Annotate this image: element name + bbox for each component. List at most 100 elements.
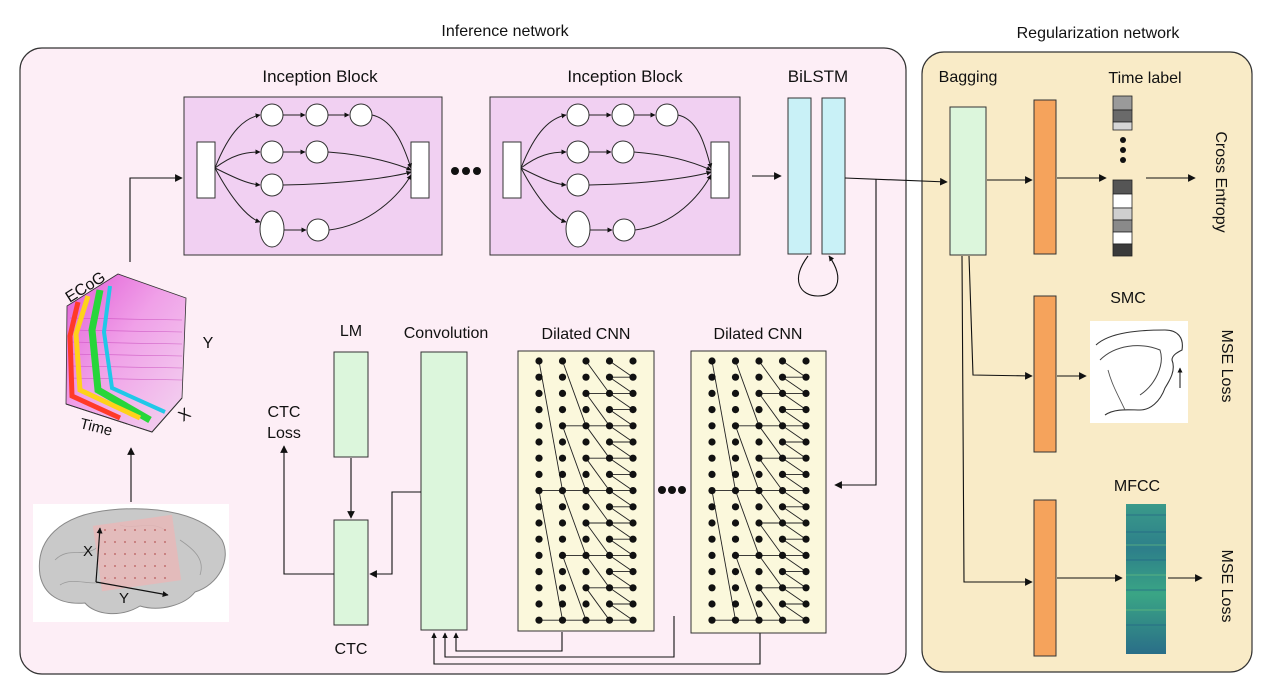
dilated-node — [731, 535, 740, 543]
dilated-edge — [609, 425, 634, 443]
dilated-node — [535, 357, 543, 365]
dilated-node — [778, 616, 787, 624]
dilated-node — [558, 503, 567, 511]
inception-block-2-label: Inception Block — [567, 67, 683, 86]
ctc-loss-label-line1: CTC — [268, 404, 301, 421]
dilated-edge — [609, 603, 634, 621]
dilated-edge — [735, 425, 760, 491]
dilated-node — [755, 470, 763, 478]
dilated-node — [535, 600, 543, 608]
dilated-edge — [782, 555, 807, 572]
dilated-node — [708, 406, 716, 414]
dilated-edge — [609, 587, 634, 605]
dilated-edge — [758, 587, 783, 621]
dilated-node — [778, 422, 787, 430]
dilated-edge — [782, 376, 807, 394]
dilated-node — [778, 357, 787, 365]
dilated-node — [558, 357, 567, 365]
dilated-node — [731, 470, 740, 478]
dilated-node — [755, 600, 763, 608]
dilated-edge — [538, 490, 563, 621]
dilated-edge — [609, 441, 634, 459]
dilated-edge — [609, 538, 634, 556]
dilated-node — [535, 568, 543, 576]
dilated-node — [778, 406, 787, 414]
dilated-node — [605, 470, 614, 478]
dilated-node — [629, 503, 637, 511]
inception-block-2 — [489, 96, 741, 256]
dilated-cnn-1 — [517, 350, 655, 632]
dilated-node — [731, 373, 740, 381]
dilated-node — [778, 389, 787, 397]
dilated-node — [605, 389, 614, 397]
dilated-node — [755, 373, 763, 381]
dilated-node — [755, 616, 763, 624]
dilated-node — [731, 519, 740, 527]
dilated-node — [708, 616, 716, 624]
dilated-node — [802, 406, 810, 414]
dilated-node — [802, 422, 810, 430]
dilated-node — [535, 616, 543, 624]
dilated-edge — [585, 425, 610, 459]
dilated-edge — [735, 555, 760, 621]
dilated-node — [755, 357, 763, 365]
dilated-node — [629, 406, 637, 414]
dilated-node — [731, 454, 740, 462]
dilated-node — [755, 584, 763, 592]
dilated-node — [629, 535, 637, 543]
orange-block-2 — [1033, 295, 1057, 453]
bilstm-label: BiLSTM — [788, 67, 848, 86]
dilated-node — [731, 389, 740, 397]
dilated-node — [755, 551, 763, 560]
dilated-node — [535, 535, 543, 543]
dilated-edge — [758, 360, 783, 394]
dilated-node — [755, 389, 763, 397]
dilated-node — [802, 454, 810, 462]
dilated-node — [558, 519, 567, 527]
dilated-edge — [782, 490, 807, 508]
dilated-node — [582, 503, 590, 511]
dilated-node — [535, 519, 543, 527]
dilated-edge — [758, 393, 783, 427]
dilated-node — [582, 422, 590, 430]
bilstm-output-arrows — [834, 177, 948, 489]
dilated-node — [535, 584, 543, 592]
dilated-node — [535, 438, 543, 446]
dilated-node — [778, 438, 787, 446]
brain-image — [33, 504, 229, 622]
dilated-edge — [609, 490, 634, 508]
time-label-bar — [1112, 95, 1133, 257]
dilated-edge — [609, 457, 634, 475]
dilated-edge — [735, 360, 760, 426]
dilated-node — [582, 470, 590, 478]
dilated-node — [535, 373, 543, 381]
ctc-block — [333, 519, 369, 626]
dilated-node — [558, 551, 567, 560]
dilated-node — [582, 389, 590, 397]
dilated-node — [582, 438, 590, 446]
dilated-node — [558, 454, 567, 462]
dilated-node — [802, 487, 810, 495]
dilated-edge — [782, 571, 807, 589]
lm-block — [333, 351, 369, 458]
dilated-node — [535, 551, 543, 560]
dilated-node — [708, 568, 716, 576]
time-label-title: Time label — [1108, 70, 1181, 87]
dilated-node — [708, 600, 716, 608]
dilated-node — [582, 454, 590, 462]
dilated-edge — [782, 425, 807, 443]
bagging-block — [949, 106, 987, 256]
dilated-node — [558, 616, 567, 624]
dilated-edge — [782, 360, 807, 378]
dilated-node — [708, 438, 716, 446]
dilated-edge — [609, 376, 634, 394]
dilated-edge — [585, 457, 610, 491]
dilated-edge — [735, 490, 760, 556]
ellipsis-dots-middle — [658, 486, 686, 494]
dilated-node — [605, 438, 614, 446]
dilated-edge — [782, 457, 807, 475]
dilated-edge — [609, 555, 634, 572]
dilated-edge — [758, 555, 783, 589]
dilated-edge — [585, 555, 610, 589]
dilated-node — [755, 568, 763, 576]
